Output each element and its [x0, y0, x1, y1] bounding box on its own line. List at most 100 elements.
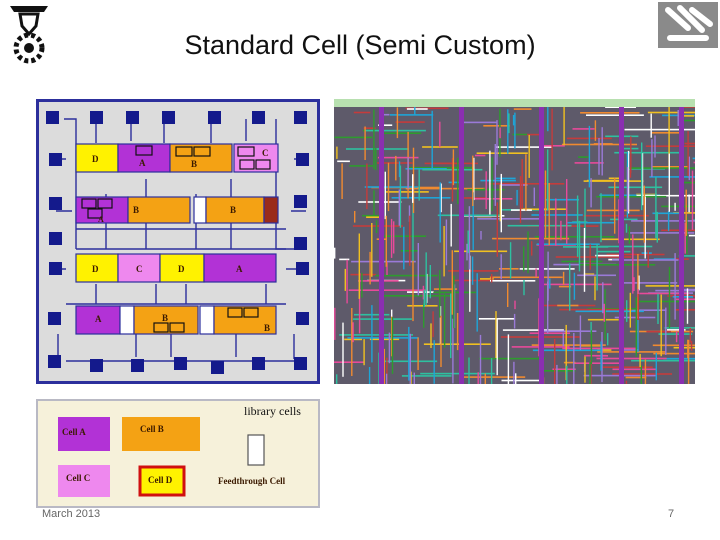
wire-segment	[477, 218, 544, 220]
wire-segment	[495, 311, 497, 358]
wire-segment	[408, 166, 475, 169]
wire-segment	[485, 171, 487, 210]
wire-segment	[348, 289, 428, 291]
wire-segment	[401, 375, 452, 377]
wire-segment	[690, 340, 693, 351]
wire-segment	[514, 300, 516, 310]
wire-segment	[492, 237, 570, 240]
wire-segment	[558, 285, 572, 288]
wire-segment	[639, 353, 641, 368]
wire-segment	[502, 329, 564, 331]
wire-segment	[599, 245, 653, 248]
wire-segment	[641, 142, 643, 211]
wire-segment	[463, 376, 526, 378]
wire-segment	[552, 368, 576, 371]
wire-segment	[556, 364, 558, 384]
wire-segment	[385, 373, 388, 384]
library-title: library cells	[244, 404, 301, 418]
wire-segment	[607, 333, 609, 346]
wire-segment	[584, 354, 607, 357]
wire-segment	[636, 193, 657, 196]
wire-segment	[603, 303, 605, 322]
wire-segment	[583, 214, 649, 217]
wire-segment	[354, 211, 356, 223]
wire-segment	[683, 181, 695, 184]
wire-segment	[496, 202, 498, 257]
wire-segment	[439, 121, 441, 148]
wire-segment	[566, 365, 568, 384]
wire-segment	[545, 198, 579, 201]
wire-segment	[637, 320, 639, 352]
wire-segment	[440, 315, 442, 367]
wire-segment	[599, 194, 661, 197]
wire-segment	[358, 272, 361, 334]
wire-segment	[684, 142, 695, 145]
wire-segment	[651, 139, 653, 177]
wire-segment	[472, 155, 474, 206]
wire-segment	[413, 372, 415, 384]
wire-segment	[519, 176, 522, 223]
wire-segment	[533, 187, 535, 206]
wire-segment	[625, 376, 647, 379]
wire-segment	[576, 195, 579, 257]
wire-segment	[675, 331, 678, 343]
wire-segment	[523, 280, 525, 296]
wire-segment	[650, 113, 652, 138]
wire-segment	[563, 361, 576, 364]
wire-segment	[448, 181, 464, 184]
wire-segment	[403, 226, 405, 270]
wire-segment	[534, 236, 615, 238]
wire-segment	[688, 234, 695, 237]
wire-segment	[395, 155, 397, 181]
wire-segment	[569, 263, 571, 311]
cell-c-swatch	[58, 465, 110, 497]
wire-segment	[655, 177, 657, 238]
wire-segment	[636, 194, 695, 197]
wire-segment	[490, 280, 536, 282]
wire-segment	[508, 113, 510, 134]
wire-segment	[542, 330, 597, 332]
power-rail	[619, 99, 624, 384]
wire-segment	[667, 211, 670, 231]
wire-segment	[398, 161, 401, 178]
wire-segment	[601, 238, 660, 241]
wire-segment	[668, 104, 670, 168]
wire-segment	[393, 221, 395, 254]
footer-date: March 2013	[42, 508, 101, 520]
cell-label: B	[162, 313, 168, 323]
wire-segment	[597, 250, 631, 253]
wire-segment	[363, 127, 376, 129]
wire-segment	[637, 289, 639, 299]
wire-segment	[661, 229, 695, 232]
cell-label: D	[92, 154, 99, 164]
wire-segment	[531, 241, 533, 256]
wire-segment	[412, 174, 414, 203]
wire-segment	[513, 108, 532, 110]
wire-segment	[658, 333, 693, 335]
wire-segment	[596, 195, 667, 198]
wire-segment	[688, 194, 690, 213]
cell-label: C	[262, 148, 269, 158]
wire-segment	[618, 199, 620, 244]
wire-segment	[454, 250, 508, 253]
wire-segment	[631, 359, 695, 362]
wire-segment	[516, 189, 518, 206]
wire-segment	[432, 311, 434, 338]
wire-segment	[606, 253, 665, 256]
wire-segment	[596, 357, 667, 360]
wire-segment	[686, 288, 689, 324]
vertical-wiring	[334, 99, 694, 384]
wire-segment	[594, 120, 597, 141]
wire-segment	[637, 254, 639, 319]
wire-segment	[652, 212, 679, 215]
wire-segment	[620, 349, 639, 351]
wire-segment	[499, 127, 501, 139]
wire-segment	[600, 193, 602, 243]
wire-segment	[385, 215, 387, 267]
cell-a-swatch	[58, 417, 110, 451]
wire-segment	[641, 153, 644, 206]
wire-segment	[604, 289, 606, 341]
wire-segment	[341, 163, 343, 199]
wire-segment	[673, 212, 695, 214]
wire-segment	[423, 303, 425, 328]
